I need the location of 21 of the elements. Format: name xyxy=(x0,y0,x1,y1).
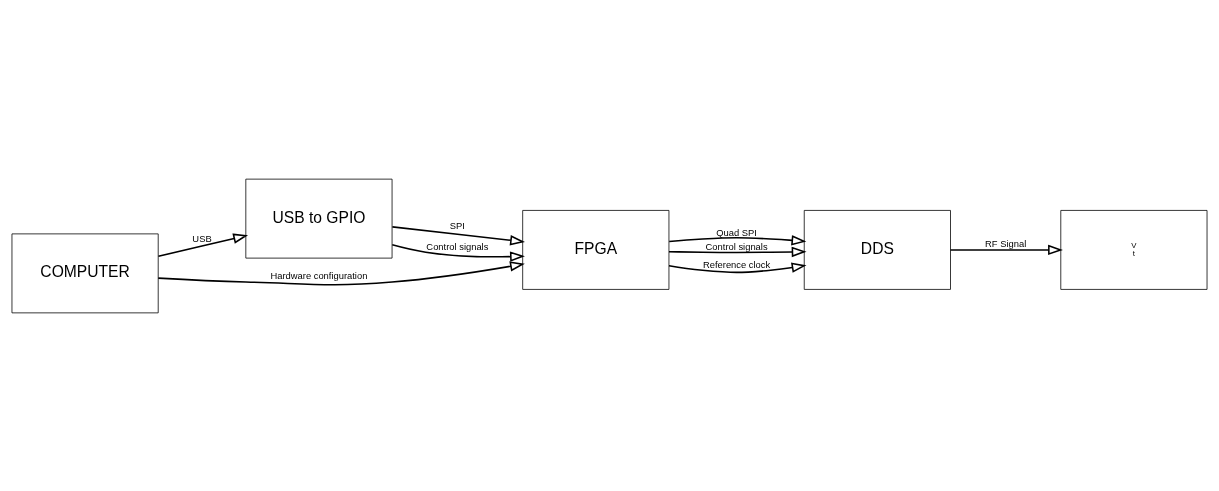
edge-label: Control signals xyxy=(705,241,768,252)
edge-label: Quad SPI xyxy=(716,227,757,238)
arrow xyxy=(668,246,807,257)
node-box: V t xyxy=(1060,209,1208,290)
node-box: USB to GPIO xyxy=(245,178,393,258)
arrow xyxy=(157,260,525,285)
arrow xyxy=(157,233,249,257)
edge-label: USB xyxy=(192,233,212,244)
edge-label: Reference clock xyxy=(702,259,771,270)
arrow xyxy=(668,262,807,273)
arrow xyxy=(391,225,525,245)
edge-label: Hardware configuration xyxy=(270,270,368,281)
arrow xyxy=(668,234,807,246)
arrow xyxy=(391,243,525,262)
arrow xyxy=(949,244,1063,255)
node-box: COMPUTER xyxy=(11,233,159,313)
edge-label: Control signals xyxy=(426,241,489,252)
node-box: FPGA xyxy=(522,209,670,290)
edge-label: SPI xyxy=(449,220,465,231)
node-box: DDS xyxy=(803,209,951,290)
edge-label: RF Signal xyxy=(985,238,1027,249)
